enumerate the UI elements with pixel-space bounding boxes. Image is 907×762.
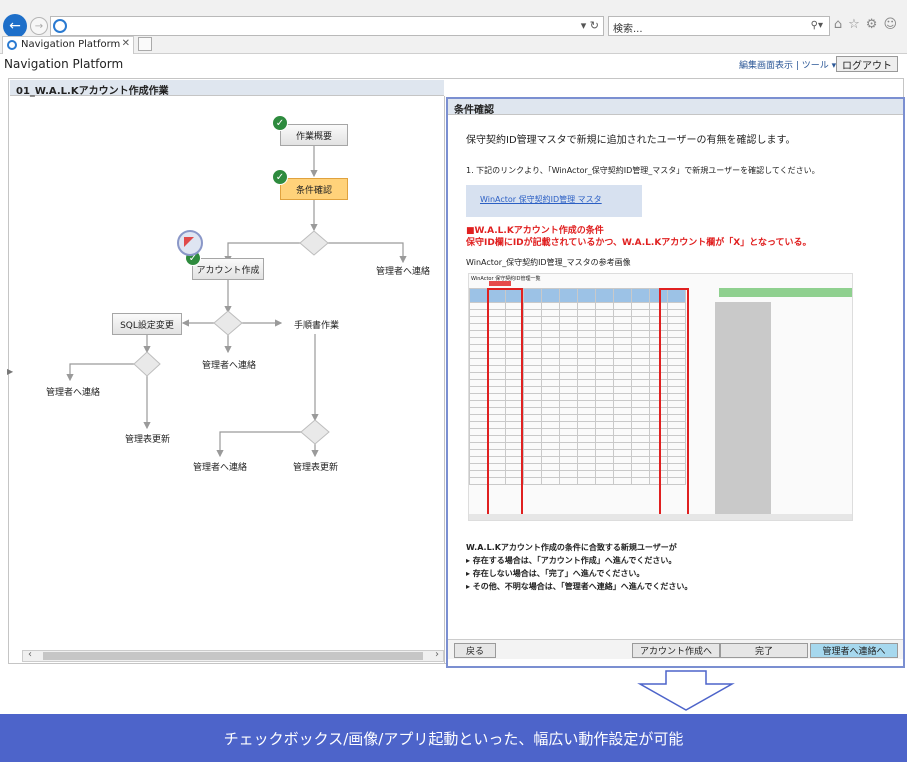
scroll-thumb[interactable]: [43, 652, 423, 660]
master-link[interactable]: WinActor 保守契約ID管理 マスタ: [480, 195, 602, 204]
scroll-left-icon[interactable]: ‹: [28, 649, 32, 660]
browser-tab[interactable]: Navigation Platform✕: [2, 36, 134, 54]
sheet-tab-marker: [489, 281, 511, 286]
caption-banner: チェックボックス/画像/アプリ起動といった、幅広い動作設定が可能: [0, 714, 907, 762]
down-arrow-icon: [637, 670, 735, 711]
sheet-footer: [469, 514, 852, 520]
highlight-id-column: [487, 288, 523, 516]
home-icon[interactable]: ⌂: [833, 17, 843, 32]
back-button[interactable]: 戻る: [454, 643, 496, 658]
star-icon[interactable]: ☆: [848, 17, 860, 32]
create-account-button[interactable]: アカウント作成へ: [632, 643, 720, 658]
decision-diamond-3: [133, 351, 161, 377]
search-placeholder: 検索...: [613, 24, 643, 35]
ie-icon: [7, 40, 17, 50]
link-box: WinActor 保守契約ID管理 マスタ: [466, 185, 642, 217]
current-step-icon: [177, 230, 203, 256]
highlight-walk-column: [659, 288, 689, 516]
node-update-table[interactable]: 管理表更新: [125, 435, 171, 445]
summary-line: ▸ 存在する場合は、「アカウント作成」へ進んでください。: [466, 556, 677, 565]
close-icon[interactable]: ✕: [121, 38, 130, 49]
done-button[interactable]: 完了: [720, 643, 808, 658]
sheet-gray-column: [715, 302, 771, 514]
node-sql-change[interactable]: SQL設定変更: [112, 313, 182, 335]
logout-button[interactable]: ログアウト: [836, 56, 898, 72]
step-title: 条件確認: [454, 105, 494, 116]
node-contact-admin[interactable]: 管理者へ連絡: [376, 267, 431, 277]
smiley-icon[interactable]: ☺: [883, 17, 897, 32]
reference-spreadsheet-image: WinActor 保守契約ID管理一覧: [468, 273, 853, 521]
panel-divider[interactable]: [444, 96, 445, 664]
scroll-right-icon[interactable]: ›: [435, 649, 439, 660]
step-intro: 保守契約ID管理マスタで新規に追加されたユーザーの有無を確認します。: [466, 135, 796, 146]
new-tab-button[interactable]: [138, 37, 152, 51]
node-contact-admin-3[interactable]: 管理者へ連絡: [46, 388, 101, 398]
sheet-green-header: [719, 288, 852, 297]
sheet-title: WinActor 保守契約ID管理一覧: [471, 276, 541, 282]
decision-diamond-4: [300, 419, 330, 445]
summary-line: ▸ その他、不明な場合は、「管理者へ連絡」へ進んでください。: [466, 582, 693, 591]
node-create-account[interactable]: アカウント作成: [192, 258, 264, 280]
condition-note: ■W.A.L.Kアカウント作成の条件保守ID欄にIDが記載されているかつ、W.A…: [466, 225, 812, 249]
decision-diamond-1: [299, 230, 329, 256]
search-icon[interactable]: ⚲▾: [810, 20, 823, 31]
app-header: Navigation Platform 編集画面表示 | ツール ▾ | ログア…: [0, 55, 907, 73]
sheet-grid: [469, 288, 686, 485]
browser-chrome: ← → ▾ ↻ 検索... ⚲▾ ⌂ ☆ ⚙ ☺ Navigation Platform…: [0, 0, 907, 54]
header-links[interactable]: 編集画面表示 | ツール ▾ |: [739, 61, 843, 71]
node-overview[interactable]: 作業概要: [280, 124, 348, 146]
expand-left-icon[interactable]: ▶: [7, 367, 14, 376]
toolbar-icons: ⌂ ☆ ⚙ ☺: [834, 17, 897, 32]
button-bar: 戻る アカウント作成へ 完了 管理者へ連絡へ: [448, 639, 903, 659]
node-update-table-2[interactable]: 管理表更新: [293, 463, 339, 473]
condition-heading: ■W.A.L.Kアカウント作成の条件: [466, 226, 604, 236]
node-condition[interactable]: 条件確認: [280, 178, 348, 200]
step-instruction: 1. 下記のリンクより、「WinActor_保守契約ID管理_マスタ」で新規ユー…: [466, 166, 820, 175]
tab-title: Navigation Platform: [21, 39, 121, 50]
address-bar[interactable]: ▾ ↻: [50, 16, 604, 36]
step-panel-header: 条件確認: [448, 99, 903, 116]
condition-text: 保守ID欄にIDが記載されているかつ、W.A.L.Kアカウント欄が「X」となって…: [466, 238, 812, 248]
flow-panel-header: 01_W.A.L.Kアカウント作成作業: [10, 80, 444, 97]
step-detail-panel: 条件確認 保守契約ID管理マスタで新規に追加されたユーザーの有無を確認します。 …: [446, 97, 905, 668]
node-contact-admin-4[interactable]: 管理者へ連絡: [193, 463, 248, 473]
search-input[interactable]: 検索... ⚲▾: [608, 16, 830, 36]
check-icon: ✓: [272, 115, 288, 131]
check-icon: ✓: [272, 169, 288, 185]
summary-title: W.A.L.Kアカウント作成の条件に合致する新規ユーザーが: [466, 543, 677, 552]
node-manual-work[interactable]: 手順書作業: [294, 321, 340, 331]
back-icon[interactable]: ←: [3, 14, 27, 38]
contact-admin-button[interactable]: 管理者へ連絡へ: [810, 643, 898, 658]
summary-line: ▸ 存在しない場合は、「完了」へ進んでください。: [466, 569, 645, 578]
decision-diamond-2: [213, 310, 243, 336]
address-controls[interactable]: ▾ ↻: [580, 19, 599, 32]
ie-icon: [53, 19, 67, 33]
flow-title: 01_W.A.L.Kアカウント作成作業: [16, 86, 169, 97]
node-contact-admin-2[interactable]: 管理者へ連絡: [202, 361, 257, 371]
summary: W.A.L.Kアカウント作成の条件に合致する新規ユーザーが ▸ 存在する場合は、…: [466, 541, 692, 593]
horizontal-scrollbar[interactable]: ‹›: [22, 649, 444, 662]
app-title: Navigation Platform: [4, 57, 124, 71]
gear-icon[interactable]: ⚙: [865, 17, 878, 32]
forward-icon[interactable]: →: [30, 17, 48, 35]
image-caption: WinActor_保守契約ID管理_マスタの参考画像: [466, 258, 631, 267]
